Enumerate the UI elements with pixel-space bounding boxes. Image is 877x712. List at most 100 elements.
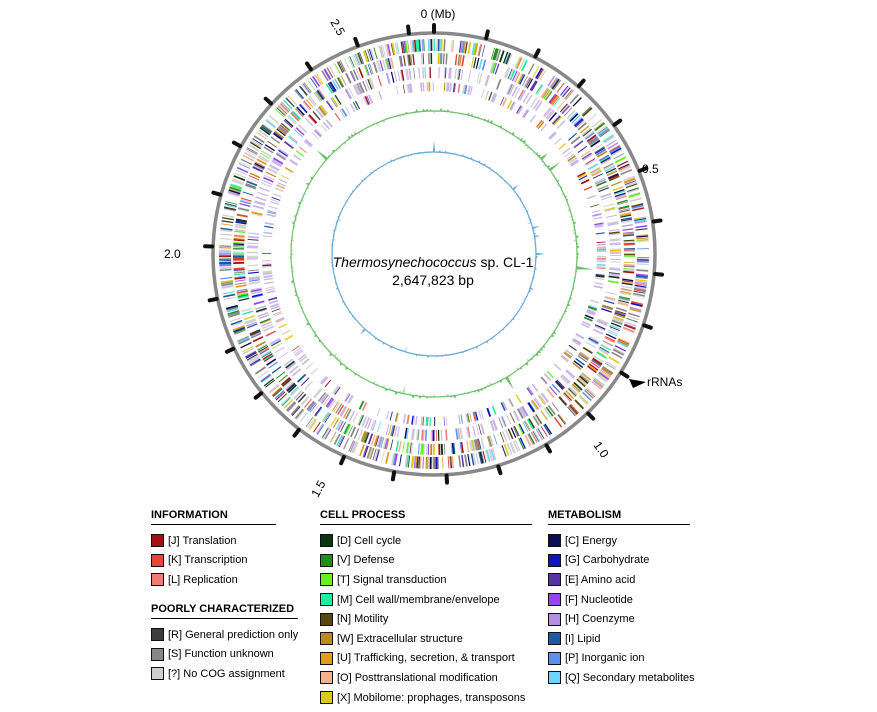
gene-mark	[290, 387, 300, 397]
gene-mark	[442, 456, 444, 469]
gene-mark	[559, 103, 568, 113]
gene-mark	[357, 82, 364, 94]
gene-mark	[262, 235, 272, 238]
gene-mark	[588, 336, 600, 343]
gene-mark	[565, 370, 575, 379]
gene-mark	[340, 421, 346, 433]
gene-mark	[248, 277, 260, 281]
gene-mark	[263, 275, 273, 279]
gene-mark	[618, 298, 630, 303]
gene-mark	[220, 281, 233, 285]
gene-mark	[624, 181, 637, 187]
gene-mark	[594, 377, 605, 386]
gene-mark	[237, 293, 249, 298]
gene-mark	[470, 56, 475, 68]
gene-mark	[242, 310, 254, 316]
gene-mark	[551, 96, 560, 106]
gene-mark	[561, 374, 571, 383]
gene-mark	[220, 279, 233, 284]
gene-mark	[590, 299, 600, 304]
gene-mark	[569, 113, 579, 122]
gene-mark	[253, 204, 265, 210]
gene-mark	[315, 423, 324, 435]
gene-mark	[560, 375, 570, 385]
gene-mark	[575, 120, 585, 129]
gene-mark	[623, 239, 635, 243]
gene-mark	[577, 355, 588, 363]
gene-mark	[344, 392, 350, 402]
gene-mark	[275, 152, 287, 161]
gene-mark	[352, 69, 359, 81]
scale-tick	[544, 443, 552, 454]
gene-mark	[403, 40, 407, 53]
gene-mark	[596, 150, 608, 158]
gene-mark	[314, 406, 322, 417]
gene-mark	[591, 359, 602, 367]
gene-mark	[602, 340, 614, 347]
gene-mark	[572, 339, 581, 346]
gene-mark	[411, 40, 414, 53]
gene-mark	[538, 394, 547, 405]
gene-mark	[509, 412, 516, 423]
scale-tick	[224, 346, 236, 354]
gene-mark	[399, 454, 402, 467]
gene-mark	[584, 130, 595, 139]
gene-mark	[413, 456, 416, 469]
gene-mark	[315, 108, 324, 118]
rrna-arrow-icon	[629, 379, 646, 388]
gene-mark	[575, 357, 585, 366]
gene-mark	[239, 202, 251, 207]
gene-mark	[312, 110, 321, 121]
gene-mark	[420, 53, 423, 65]
gene-mark	[323, 412, 331, 423]
gene-mark	[353, 54, 359, 66]
gene-mark	[234, 329, 246, 335]
legend-item: [G] Carbohydrate	[548, 551, 690, 571]
gene-mark	[263, 353, 274, 362]
gene-mark	[294, 349, 303, 356]
gene-mark	[349, 103, 356, 112]
gene-mark	[514, 72, 521, 83]
gene-mark	[247, 269, 259, 272]
gene-mark	[276, 151, 287, 160]
gene-mark	[403, 55, 406, 67]
gene-mark	[334, 63, 341, 75]
gene-mark	[602, 366, 614, 375]
gene-mark	[454, 68, 458, 80]
gene-mark	[455, 428, 460, 440]
gene-mark	[338, 436, 345, 448]
gene-mark	[245, 350, 257, 359]
gene-mark	[514, 56, 522, 69]
gene-mark	[341, 108, 348, 117]
gene-mark	[597, 126, 609, 136]
gene-mark	[556, 120, 566, 129]
gene-mark	[247, 271, 259, 274]
gene-mark	[280, 377, 291, 386]
gene-mark	[320, 376, 328, 384]
gene-mark	[467, 85, 471, 95]
gene-mark	[531, 383, 539, 392]
gene-mark	[549, 132, 557, 140]
gene-mark	[573, 118, 583, 127]
gene-mark	[299, 103, 308, 114]
gene-mark	[569, 404, 579, 415]
gc-spike	[360, 328, 366, 335]
gene-mark	[328, 82, 336, 93]
gene-mark	[285, 382, 295, 391]
gene-mark	[358, 67, 364, 79]
legend-item: [?] No COG assignment	[151, 664, 298, 684]
gene-mark	[262, 353, 273, 360]
gene-mark	[283, 399, 294, 409]
gene-mark	[402, 441, 405, 453]
scale-tick	[637, 166, 649, 173]
gene-mark	[416, 456, 419, 469]
gene-mark	[376, 436, 381, 447]
gene-mark	[374, 448, 379, 461]
gene-mark	[577, 122, 587, 131]
scale-tick	[577, 78, 586, 88]
gene-mark	[555, 380, 565, 390]
gene-mark	[245, 352, 257, 359]
gene-mark	[256, 131, 267, 140]
gene-mark	[586, 365, 597, 374]
gc-spike	[339, 362, 344, 366]
